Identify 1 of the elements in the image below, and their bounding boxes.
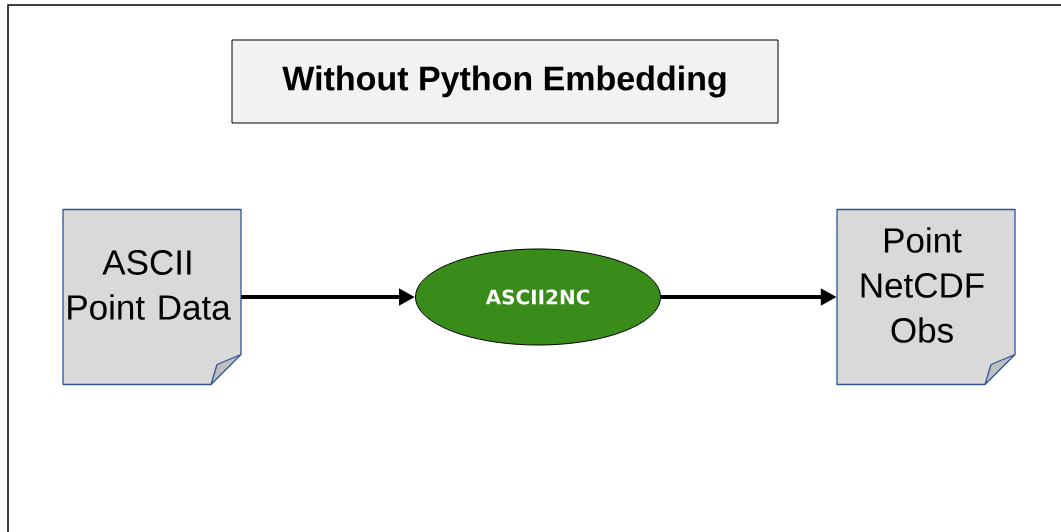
title-box: Without Python Embedding <box>231 39 779 124</box>
